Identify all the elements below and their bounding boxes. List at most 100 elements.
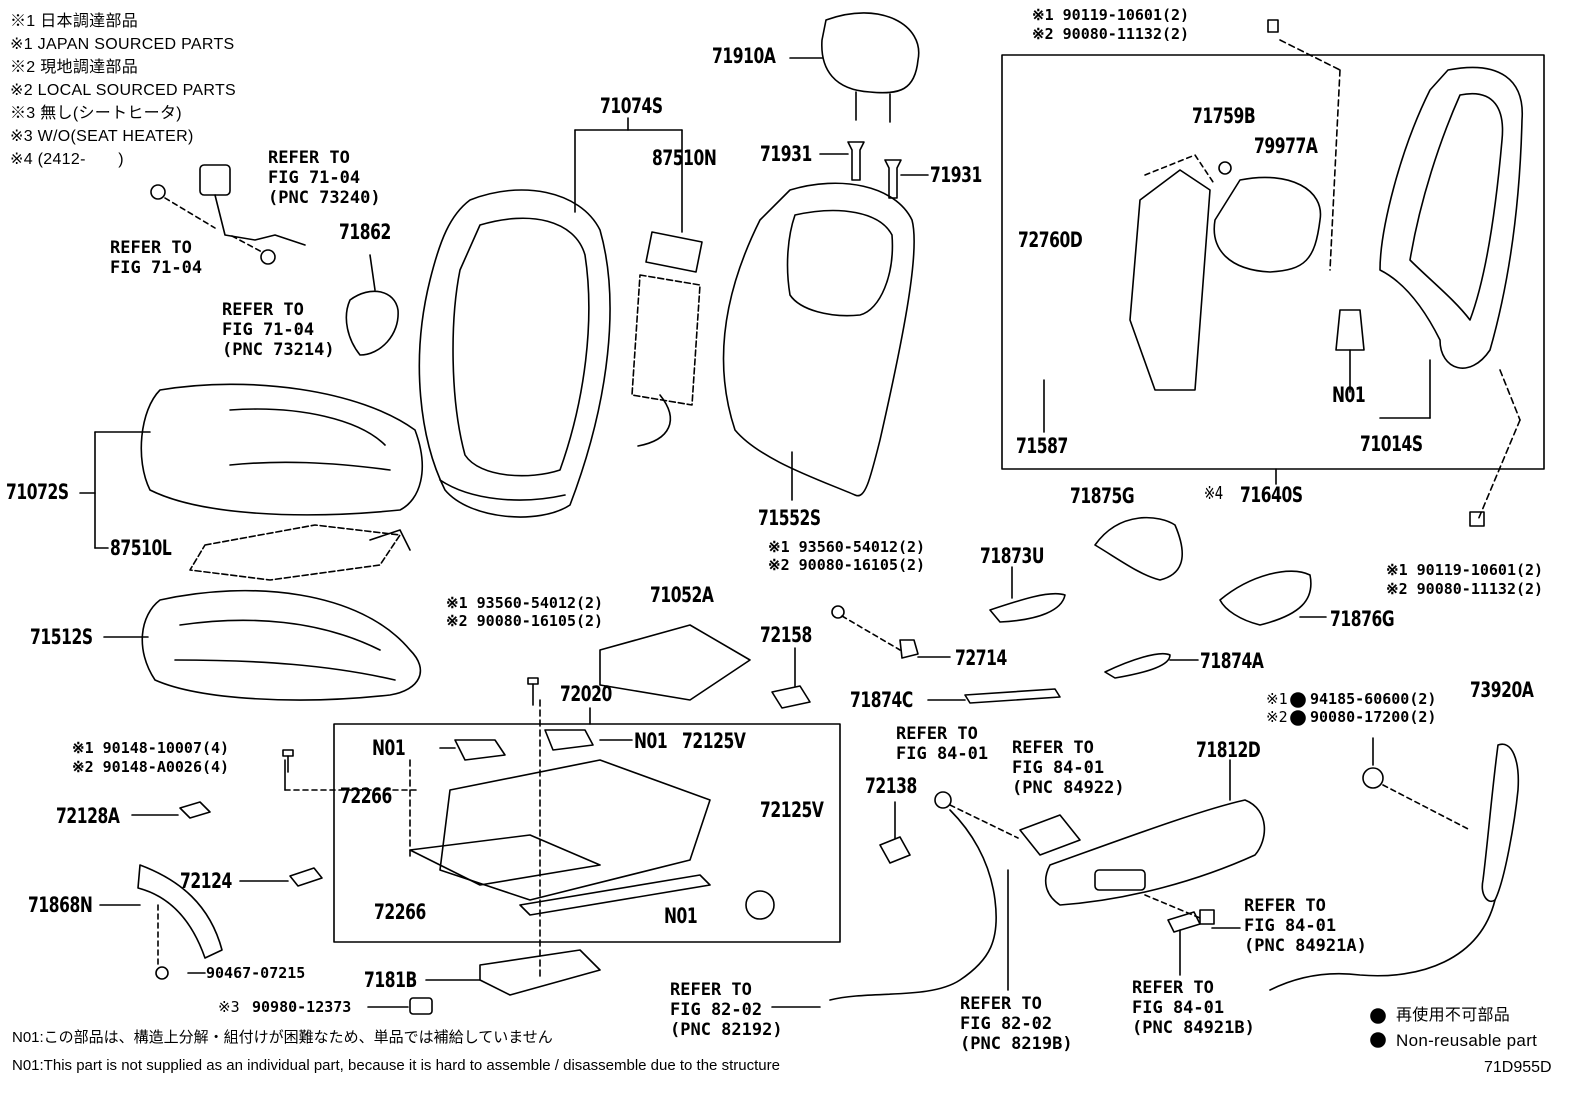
part-label-71552S[interactable]: 71552S — [758, 506, 821, 530]
fastener-mid-2[interactable]: ※2 90080-16105(2) — [768, 556, 926, 574]
part-label-71640S-mark: ※4 — [1204, 483, 1223, 504]
seatback-frame-group — [1001, 19, 1545, 527]
side-trim-drawing — [99, 759, 433, 1015]
part-label-72760D[interactable]: 72760D — [1018, 228, 1083, 252]
part-label-72020[interactable]: 72020 — [560, 682, 612, 706]
part-label-87510L[interactable]: 87510L — [110, 536, 172, 560]
lower-rail-drawing — [425, 949, 601, 996]
part-label-71512S[interactable]: 71512S — [30, 625, 93, 649]
footnote-en: N01:This part is not supplied as an indi… — [12, 1057, 780, 1074]
side-cover-drawing — [1044, 759, 1266, 906]
legend-dot-en — [1370, 1032, 1386, 1048]
part-label-72138[interactable]: 72138 — [865, 774, 917, 798]
part-label-N01-frame[interactable]: N01 — [1332, 383, 1366, 407]
legend-nonreusable-jp: 再使用不可部品 — [1396, 1007, 1511, 1024]
nonreuse-mark-1: ※1 — [1266, 690, 1288, 708]
part-label-71931-right[interactable]: 71931 — [930, 163, 982, 187]
hinge-cover-drawing — [927, 516, 1327, 704]
part-label-71759B[interactable]: 71759B — [1192, 104, 1256, 128]
ref-seat-belt[interactable]: REFER TO FIG 71-04 (PNC 73240) — [268, 148, 381, 208]
ref-fig82-02-a[interactable]: REFER TO FIG 82-02 (PNC 82192) — [670, 980, 783, 1040]
fastener-right-1[interactable]: ※1 90119-10601(2) — [1386, 561, 1544, 579]
note-1: ※1 日本調達部品 — [10, 13, 139, 30]
part-label-71052A[interactable]: 71052A — [650, 583, 714, 607]
ref-fig84-01-d[interactable]: REFER TO FIG 84-01 (PNC 84921B) — [1132, 978, 1255, 1038]
figure-code: 71D955D — [1484, 1059, 1552, 1076]
part-label-71875G[interactable]: 71875G — [1070, 484, 1135, 508]
part-label-7181B[interactable]: 7181B — [364, 968, 417, 992]
part-label-71868N[interactable]: 71868N — [28, 893, 93, 917]
part-label-72124[interactable]: 72124 — [180, 869, 232, 893]
ref-fig84-01-b[interactable]: REFER TO FIG 84-01 (PNC 84922) — [1012, 738, 1125, 798]
part-label-72128A[interactable]: 72128A — [56, 804, 120, 828]
part-label-71910A[interactable]: 71910A — [712, 44, 776, 68]
headrest-guide-drawing — [819, 141, 929, 199]
note-4: ※2 LOCAL SOURCED PARTS — [10, 82, 236, 99]
wire-harness-drawing — [771, 647, 1241, 1008]
part-label-71014S[interactable]: 71014S — [1360, 432, 1423, 456]
note-6: ※3 W/O(SEAT HEATER) — [10, 128, 194, 145]
fastener-left-mid-1[interactable]: ※1 93560-54012(2) — [446, 594, 604, 612]
cushion-pad-drawing — [103, 589, 422, 701]
trim-cap-drawing — [345, 254, 399, 356]
cushion-cover-drawing — [79, 383, 423, 549]
fastener-top-right-1[interactable]: ※1 90119-10601(2) — [1032, 6, 1190, 24]
seatback-cover-drawing — [418, 117, 683, 518]
note-2: ※1 JAPAN SOURCED PARTS — [10, 36, 235, 53]
fastener-heater[interactable]: 90980-12373 — [252, 998, 352, 1016]
ref-fig82-02-b[interactable]: REFER TO FIG 82-02 (PNC 8219B) — [960, 994, 1073, 1054]
part-label-71640S[interactable]: 71640S — [1240, 483, 1303, 507]
part-label-N01-upper-left[interactable]: N01 — [372, 736, 406, 760]
nonreuse-mark-2: ※2 — [1266, 708, 1288, 726]
fastener-mid-1[interactable]: ※1 93560-54012(2) — [768, 538, 926, 556]
part-label-71072S[interactable]: 71072S — [6, 480, 69, 504]
part-label-72714[interactable]: 72714 — [955, 646, 1007, 670]
fastener-nonreuse-1[interactable]: 94185-60600(2) — [1310, 690, 1437, 708]
part-label-71587[interactable]: 71587 — [1016, 434, 1068, 458]
part-label-71074S[interactable]: 71074S — [600, 94, 663, 118]
nonreuse-dot-1 — [1290, 692, 1306, 708]
fastener-left-2[interactable]: ※2 90148-A0026(4) — [72, 758, 230, 776]
ref-belt-washer[interactable]: REFER TO FIG 71-04 (PNC 73214) — [222, 300, 335, 360]
ref-fig84-01-a[interactable]: REFER TO FIG 84-01 — [896, 724, 989, 764]
legend-dot-jp — [1370, 1008, 1386, 1024]
part-label-71931-left[interactable]: 71931 — [760, 142, 812, 166]
fastener-top-right-2[interactable]: ※2 90080-11132(2) — [1032, 25, 1190, 43]
part-label-72266-upper[interactable]: 72266 — [340, 784, 392, 808]
part-label-71862[interactable]: 71862 — [339, 220, 391, 244]
part-label-72125V-upper[interactable]: 72125V — [682, 729, 746, 753]
part-label-71874A[interactable]: 71874A — [1200, 649, 1264, 673]
seat-adjuster-group — [333, 624, 841, 981]
airbag-drawing — [1269, 737, 1520, 991]
part-label-71874C[interactable]: 71874C — [850, 688, 913, 712]
part-label-87510N[interactable]: 87510N — [652, 146, 717, 170]
fastener-left-mid-2[interactable]: ※2 90080-16105(2) — [446, 612, 604, 630]
part-label-73920A[interactable]: 73920A — [1470, 678, 1534, 702]
part-label-72125V-lower[interactable]: 72125V — [760, 798, 824, 822]
part-label-71876G[interactable]: 71876G — [1330, 607, 1395, 631]
fastener-drawing — [282, 605, 951, 773]
fastener-right-2[interactable]: ※2 90080-11132(2) — [1386, 580, 1544, 598]
note-3: ※2 現地調達部品 — [10, 59, 139, 76]
heater-mark: ※3 — [218, 998, 240, 1016]
fastener-nonreuse-2[interactable]: 90080-17200(2) — [1310, 708, 1437, 726]
ref-belt-left[interactable]: REFER TO FIG 71-04 — [110, 238, 203, 278]
part-label-72158[interactable]: 72158 — [760, 623, 812, 647]
note-7: ※4 (2412- ) — [10, 151, 124, 168]
seatback-pad-drawing — [722, 182, 915, 501]
part-label-N01-upper-right[interactable]: N01 — [634, 729, 668, 753]
seat-belt-drawing — [150, 164, 306, 265]
part-label-79977A[interactable]: 79977A — [1254, 134, 1318, 158]
part-label-71812D[interactable]: 71812D — [1196, 738, 1261, 762]
legend-nonreusable-en: Non-reusable part — [1396, 1031, 1538, 1050]
ref-fig84-01-c[interactable]: REFER TO FIG 84-01 (PNC 84921A) — [1244, 896, 1367, 956]
fastener-clip[interactable]: 90467-07215 — [206, 964, 306, 982]
part-label-71873U[interactable]: 71873U — [980, 544, 1045, 568]
part-label-N01-lower[interactable]: N01 — [664, 904, 698, 928]
headrest-drawing — [789, 12, 920, 123]
cushion-heater-drawing — [189, 524, 411, 581]
note-5: ※3 無し(シートヒータ) — [10, 105, 182, 122]
part-label-72266-lower[interactable]: 72266 — [374, 900, 426, 924]
fastener-left-1[interactable]: ※1 90148-10007(4) — [72, 739, 230, 757]
